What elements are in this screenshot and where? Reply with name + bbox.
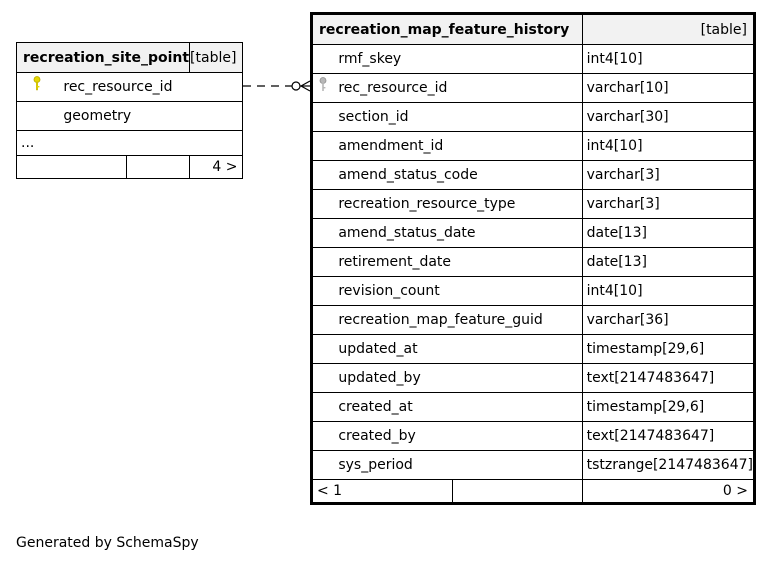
column-name[interactable]: rmf_skey [332,44,583,74]
column-type: timestamp[29,6] [581,392,756,422]
column-name[interactable]: updated_by [332,363,583,393]
column-name[interactable]: amend_status_date [332,218,583,248]
column-type: int4[10] [581,276,756,306]
key-cell [311,363,333,393]
column-name[interactable]: recreation_resource_type [332,189,583,219]
generated-by-credit: Generated by SchemaSpy [16,535,199,551]
column-type: int4[10] [581,131,756,161]
column-type: varchar[3] [581,189,756,219]
column-name[interactable]: sys_period [332,450,583,480]
ellipsis-text: ... [15,130,244,156]
foreign-key-icon [319,75,327,102]
table-header[interactable]: recreation_site_point [table] [15,42,244,73]
column-name[interactable]: section_id [332,102,583,132]
column-type: date[13] [581,247,756,277]
map-feature-history-table[interactable]: recreation_map_feature_history [table] r… [310,12,756,505]
key-cell [311,392,333,422]
footer-middle [451,479,583,504]
key-cell [311,131,333,161]
footer-children-count[interactable]: 4 > [189,155,244,179]
column-name[interactable]: geometry [57,101,244,131]
key-cell [311,189,333,219]
key-cell [311,102,333,132]
column-name[interactable]: rec_resource_id [57,72,244,102]
table-name[interactable]: recreation_map_feature_history [311,13,583,45]
column-type: varchar[30] [581,102,756,132]
key-cell [311,421,333,451]
key-cell [311,73,333,103]
column-type: date[13] [581,218,756,248]
footer-left [15,155,128,179]
footer-parents-count[interactable]: < 1 [311,479,453,504]
ellipsis-row: ... [15,130,244,156]
column-type: text[2147483647] [581,363,756,393]
footer-children-count[interactable]: 0 > [581,479,756,504]
key-cell [311,44,333,74]
site-point-table[interactable]: recreation_site_point [table] rec_resour… [15,42,244,179]
key-cell [311,334,333,364]
column-type: varchar[36] [581,305,756,335]
column-name[interactable]: amendment_id [332,131,583,161]
column-name[interactable]: rec_resource_id [332,73,583,103]
table-type-label: [table] [581,13,756,45]
column-name[interactable]: created_by [332,421,583,451]
footer-middle [126,155,191,179]
column-row[interactable]: geometry [16,101,244,131]
column-name[interactable]: revision_count [332,276,583,306]
column-name[interactable]: amend_status_code [332,160,583,190]
table-type-label: [table] [189,42,244,73]
table-footer: 4 > [15,155,244,179]
key-cell [311,247,333,277]
column-row[interactable]: rec_resource_id [16,72,244,102]
key-cell [311,276,333,306]
table-name[interactable]: recreation_site_point [15,42,191,73]
column-name[interactable]: updated_at [332,334,583,364]
column-name[interactable]: recreation_map_feature_guid [332,305,583,335]
column-type: varchar[3] [581,160,756,190]
primary-key-icon [33,74,41,101]
table-header[interactable]: recreation_map_feature_history [table] [311,13,756,45]
column-type: int4[10] [581,44,756,74]
crows-foot-upper [300,80,311,87]
column-type: tstzrange[2147483647] [581,450,756,480]
crows-foot-lower [300,85,311,92]
column-type: timestamp[29,6] [581,334,756,364]
column-type: varchar[10] [581,73,756,103]
key-cell [311,218,333,248]
key-cell [311,160,333,190]
key-cell [311,305,333,335]
column-name[interactable]: created_at [332,392,583,422]
key-cell [16,72,58,102]
key-cell [16,101,58,131]
column-type: text[2147483647] [581,421,756,451]
key-cell [311,450,333,480]
column-name[interactable]: retirement_date [332,247,583,277]
table-footer: < 1 0 > [311,479,756,504]
relationship-optional-circle [291,81,301,91]
